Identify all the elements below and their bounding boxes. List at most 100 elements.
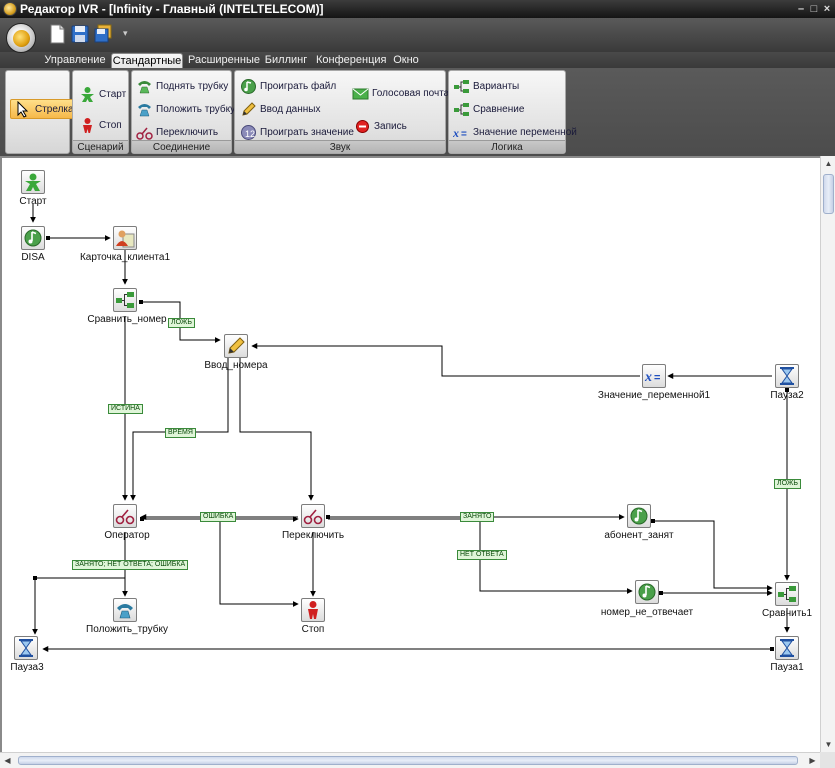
customize-quick-access-icon[interactable]: ▾ xyxy=(123,28,128,38)
transfer-button[interactable]: Переключить xyxy=(136,122,218,142)
close-button[interactable]: × xyxy=(823,3,831,15)
node-transfer[interactable] xyxy=(301,504,325,528)
voicemail-button[interactable]: Голосовая почта xyxy=(352,83,449,103)
node-compare-number[interactable] xyxy=(113,288,137,312)
pencil-icon xyxy=(242,101,256,116)
compare-button[interactable]: Сравнение xyxy=(453,99,524,119)
svg-text:x: x xyxy=(644,370,652,385)
record-icon xyxy=(356,119,369,133)
edge-label-busy: ЗАНЯТО xyxy=(460,512,495,522)
vertical-scroll-thumb[interactable] xyxy=(823,174,834,214)
node-number-no-answer[interactable] xyxy=(635,580,659,604)
node-compare1[interactable] xyxy=(775,582,799,606)
hourglass-icon xyxy=(19,639,33,657)
edge-label-true: ИСТИНА xyxy=(108,404,143,414)
node-stop[interactable] xyxy=(301,598,325,622)
horizontal-scroll-thumb[interactable] xyxy=(18,756,798,765)
window-title: Редактор IVR - [Infinity - Главный (INTE… xyxy=(20,2,324,16)
pickup-button[interactable]: Поднять трубку xyxy=(136,76,228,96)
scroll-down-icon[interactable]: ▼ xyxy=(824,740,833,749)
compare-icon xyxy=(454,102,469,116)
edge-input-transfer xyxy=(239,354,314,501)
svg-text:12: 12 xyxy=(245,129,255,139)
play-file-icon xyxy=(241,78,256,94)
edge-var-input xyxy=(251,343,640,377)
tab-conference[interactable]: Конференция xyxy=(316,54,387,66)
node-pause3-label: Пауза3 xyxy=(10,662,44,673)
scroll-left-icon[interactable]: ◀ xyxy=(4,756,11,765)
save-icon[interactable] xyxy=(71,24,89,44)
voicemail-label: Голосовая почта xyxy=(372,87,450,99)
node-pause3[interactable] xyxy=(14,636,38,660)
play-value-button[interactable]: 12 Проиграть значение xyxy=(240,122,354,142)
variants-button[interactable]: Варианты xyxy=(453,76,519,96)
node-pause1-label: Пауза1 xyxy=(770,662,804,673)
variants-icon xyxy=(454,79,469,93)
node-input-number[interactable] xyxy=(224,334,248,358)
logic-caption: Логика xyxy=(449,140,565,153)
ribbon-group-logic: Варианты Сравнение x= Значение переменно… xyxy=(448,70,577,154)
stop-label: Стоп xyxy=(99,119,122,131)
tab-management[interactable]: Управление xyxy=(44,54,106,66)
arrow-tool-button[interactable]: Стрелка xyxy=(10,99,79,119)
app-icon xyxy=(3,2,17,16)
node-pause1[interactable] xyxy=(775,636,799,660)
horizontal-scrollbar[interactable]: ◀ ▶ xyxy=(0,752,820,768)
application-menu-button[interactable] xyxy=(6,23,36,53)
node-client-card-label: Карточка_клиента1 xyxy=(79,252,171,263)
edge-label-no-answer: НЕТ ОТВЕТА xyxy=(457,550,507,560)
ribbon-group-connection: Поднять трубку Положить трубку Переключи… xyxy=(131,70,235,154)
scroll-up-icon[interactable]: ▲ xyxy=(824,159,833,168)
stop-icon xyxy=(308,601,318,619)
node-stop-label: Стоп xyxy=(301,624,325,635)
node-operator[interactable] xyxy=(113,504,137,528)
compare-icon xyxy=(778,586,796,602)
hangup-button[interactable]: Положить трубку xyxy=(136,99,235,119)
node-variable-value-label: Значение_переменной1 xyxy=(597,390,711,401)
transfer-icon xyxy=(136,127,153,140)
play-file-icon xyxy=(630,507,648,525)
edge-operator-stop xyxy=(219,519,299,607)
vertical-scrollbar[interactable]: ▲ ▼ xyxy=(820,156,835,752)
node-subscriber-busy[interactable] xyxy=(627,504,651,528)
cursor-arrow-icon xyxy=(17,100,29,118)
stop-button[interactable]: Стоп xyxy=(79,115,122,135)
node-client-card[interactable] xyxy=(113,226,137,250)
compare-icon xyxy=(116,292,134,308)
node-start[interactable] xyxy=(21,170,45,194)
play-value-icon: 12 xyxy=(241,124,256,140)
data-input-button[interactable]: Ввод данных xyxy=(240,99,320,119)
scroll-right-icon[interactable]: ▶ xyxy=(809,756,816,765)
phone-hangup-icon xyxy=(138,103,151,116)
edge-busy-compare1 xyxy=(652,520,773,591)
play-file-button[interactable]: Проиграть файл xyxy=(240,76,336,96)
hourglass-icon xyxy=(780,367,794,385)
node-hangup[interactable] xyxy=(113,598,137,622)
tab-window[interactable]: Окно xyxy=(393,54,419,66)
transfer-label: Переключить xyxy=(156,126,219,138)
node-variable-value[interactable]: x= xyxy=(642,364,666,388)
tab-extended[interactable]: Расширенные xyxy=(188,54,260,66)
compare-label: Сравнение xyxy=(473,103,525,115)
variable-value-button[interactable]: x= Значение переменной xyxy=(453,122,577,142)
node-compare1-label: Сравнить1 xyxy=(761,608,813,619)
node-pause2-label: Пауза2 xyxy=(770,390,804,401)
edge-label-time: ВРЕМЯ xyxy=(165,428,196,438)
save-all-icon[interactable] xyxy=(94,24,112,44)
node-pause2[interactable] xyxy=(775,364,799,388)
hangup-label: Положить трубку xyxy=(156,103,236,115)
minimize-button[interactable]: – xyxy=(797,3,805,15)
new-document-icon[interactable] xyxy=(48,24,66,44)
svg-text:=: = xyxy=(654,372,660,384)
tab-billing[interactable]: Биллинг xyxy=(264,54,308,66)
edge-operator-pause3 xyxy=(32,532,126,635)
scenario-caption: Сценарий xyxy=(73,140,128,153)
record-button[interactable]: Запись xyxy=(354,116,407,136)
diagram-canvas[interactable]: ЛОЖЬ ИСТИНА ВРЕМЯ ОШИБКА ЗАНЯТО НЕТ ОТВЕ… xyxy=(0,156,820,752)
node-disa[interactable] xyxy=(21,226,45,250)
maximize-button[interactable]: □ xyxy=(810,3,818,15)
edge-label-error: ОШИБКА xyxy=(200,512,237,522)
node-subscriber-busy-label: абонент_занят xyxy=(604,530,674,541)
tab-standard[interactable]: Стандартные xyxy=(111,53,183,68)
start-button[interactable]: Старт xyxy=(79,84,126,104)
